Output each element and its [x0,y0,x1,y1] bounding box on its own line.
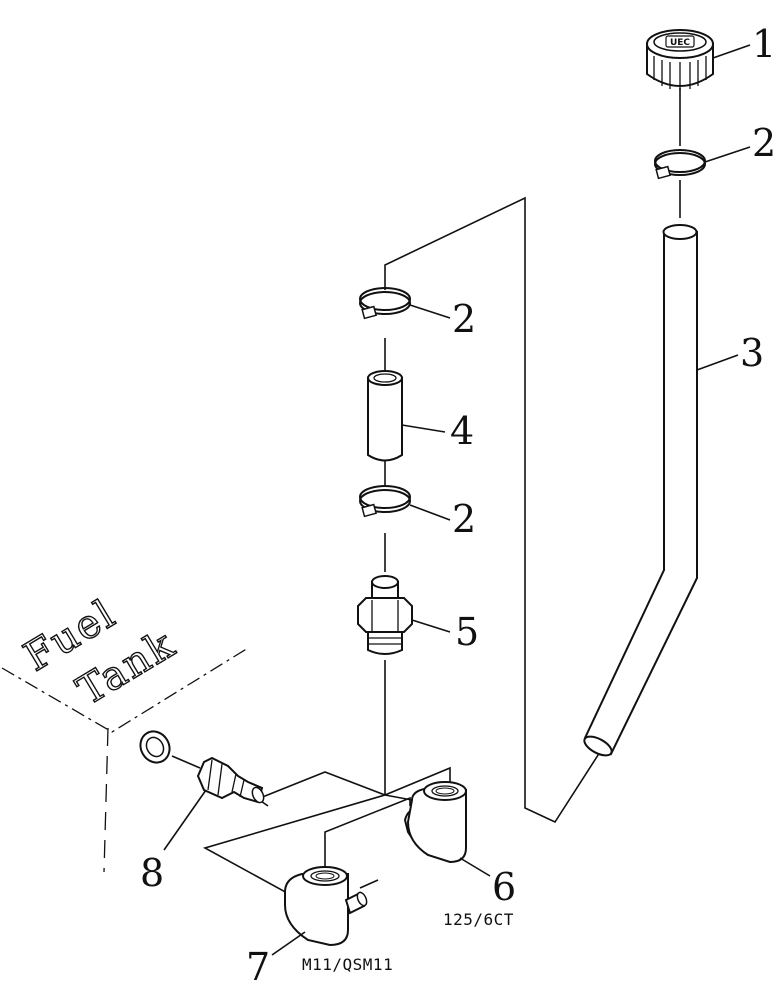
variant-notes: 125/6CT M11/QSM11 [302,910,514,974]
callout-5: 5 [455,610,479,654]
connector-hose [367,370,403,462]
fill-tube [583,224,698,757]
callout-2-middle-lower: 2 [452,497,476,541]
variant-note-7: M11/QSM11 [302,955,393,974]
hose-clamp-top [654,149,706,180]
variant-note-6: 125/6CT [443,910,514,929]
fuel-tank-outline [1,647,249,873]
callout-8: 8 [140,851,164,895]
elbow-fitting-m11 [284,866,368,947]
callout-3: 3 [740,331,764,375]
callout-leaders [163,44,751,956]
callout-1: 1 [752,22,776,66]
callout-numbers: 1 2 3 2 4 2 5 6 7 8 [140,22,776,989]
fuel-tank-label: Fuel Tank [16,590,184,715]
cap-logo-text: UEC [670,38,690,48]
callout-7: 7 [246,945,270,989]
callout-6: 6 [492,865,516,909]
callout-4: 4 [450,409,474,453]
connection-lines [171,88,681,901]
callout-2-top: 2 [752,121,776,165]
adapter-fitting [139,730,265,804]
hose-barb-fitting [357,575,413,655]
hose-clamp-middle-lower [359,485,411,518]
hose-clamp-middle-upper [359,287,411,320]
elbow-fitting-6ct [403,781,467,864]
callout-2-middle-upper: 2 [452,297,476,341]
fuel-cap: UEC [646,29,714,90]
